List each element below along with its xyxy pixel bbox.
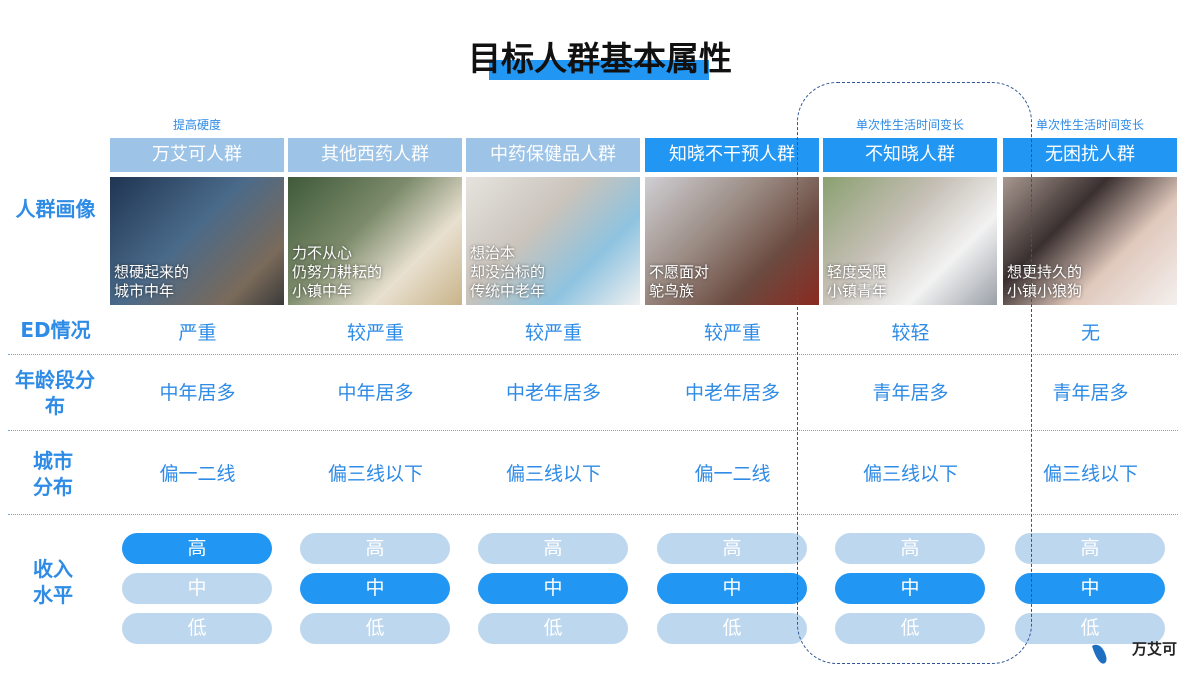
ed-value: 无 — [1080, 322, 1100, 344]
income-pill: 高 — [122, 533, 272, 564]
income-pill: 低 — [300, 613, 450, 644]
column-header: 无困扰人群 — [1003, 138, 1177, 172]
city-value: 偏三线以下 — [1042, 463, 1138, 485]
column-header: 其他西药人群 — [288, 138, 462, 172]
city-value: 偏三线以下 — [505, 463, 601, 485]
title-underline — [489, 60, 709, 80]
income-pill: 高 — [300, 533, 450, 564]
column-note: 单次性生活时间变长 — [1035, 118, 1144, 132]
divider — [8, 430, 1178, 431]
persona-caption: 不愿面对 鸵鸟族 — [649, 263, 710, 300]
income-pill: 中 — [122, 573, 272, 604]
row-label-ed: ED情况 — [20, 318, 91, 342]
persona-photo: 想硬起来的 城市中年 — [110, 177, 284, 305]
row-label-income: 收入水平 — [33, 557, 73, 607]
persona-photo: 力不从心 仍努力耕耘的 小镇中年 — [288, 177, 462, 305]
income-pill: 高 — [1015, 533, 1165, 564]
svg-text:万艾可: 万艾可 — [1131, 640, 1177, 658]
age-value: 中老年居多 — [684, 382, 780, 404]
income-pill: 中 — [1015, 573, 1165, 604]
persona-caption: 力不从心 仍努力耕耘的 小镇中年 — [292, 244, 383, 300]
persona-caption: 想硬起来的 城市中年 — [114, 263, 190, 300]
income-pill: 高 — [657, 533, 807, 564]
column-header: 中药保健品人群 — [466, 138, 640, 172]
income-pill: 中 — [478, 573, 628, 604]
persona-caption: 想更持久的 小镇小狼狗 — [1007, 263, 1083, 300]
brand-logo: 万艾可 — [1092, 640, 1177, 664]
row-label-portrait: 人群画像 — [15, 197, 96, 221]
city-value: 偏三线以下 — [327, 463, 423, 485]
ed-value: 较严重 — [703, 322, 761, 344]
income-pill: 低 — [835, 613, 985, 644]
persona-photo: 轻度受限 小镇青年 — [823, 177, 997, 305]
age-value: 中年居多 — [159, 382, 236, 404]
income-pill: 高 — [835, 533, 985, 564]
row-label-age: 年龄段分布 — [15, 368, 95, 418]
ed-value: 严重 — [178, 322, 217, 344]
column-header: 知晓不干预人群 — [645, 138, 819, 172]
income-pill: 低 — [478, 613, 628, 644]
divider — [8, 354, 1178, 355]
persona-caption: 轻度受限 小镇青年 — [827, 263, 888, 300]
page-title: 目标人群基本属性 — [468, 39, 732, 78]
persona-caption: 想治本 却没治标的 传统中老年 — [470, 244, 546, 300]
ed-value: 较严重 — [524, 322, 582, 344]
income-pill: 中 — [300, 573, 450, 604]
income-pill: 高 — [478, 533, 628, 564]
age-value: 青年居多 — [872, 382, 949, 404]
income-pill: 中 — [835, 573, 985, 604]
city-value: 偏一二线 — [694, 463, 771, 485]
column-header: 万艾可人群 — [110, 138, 284, 172]
city-value: 偏三线以下 — [862, 463, 958, 485]
income-pill: 低 — [122, 613, 272, 644]
city-value: 偏一二线 — [159, 463, 236, 485]
persona-photo: 想治本 却没治标的 传统中老年 — [466, 177, 640, 305]
highlight-frame — [797, 82, 1032, 664]
age-value: 中年居多 — [337, 382, 414, 404]
ed-value: 较严重 — [346, 322, 404, 344]
ed-value: 较轻 — [891, 322, 930, 344]
age-value: 青年居多 — [1052, 382, 1129, 404]
column-header: 不知晓人群 — [823, 138, 997, 172]
column-note: 提高硬度 — [172, 118, 221, 132]
persona-photo: 不愿面对 鸵鸟族 — [645, 177, 819, 305]
income-pill: 中 — [657, 573, 807, 604]
persona-photo: 想更持久的 小镇小狼狗 — [1003, 177, 1177, 305]
income-pill: 低 — [657, 613, 807, 644]
income-pill: 低 — [1015, 613, 1165, 644]
divider — [8, 514, 1178, 515]
row-label-city: 城市分布 — [33, 449, 73, 499]
age-value: 中老年居多 — [505, 382, 601, 404]
column-note: 单次性生活时间变长 — [855, 118, 964, 132]
